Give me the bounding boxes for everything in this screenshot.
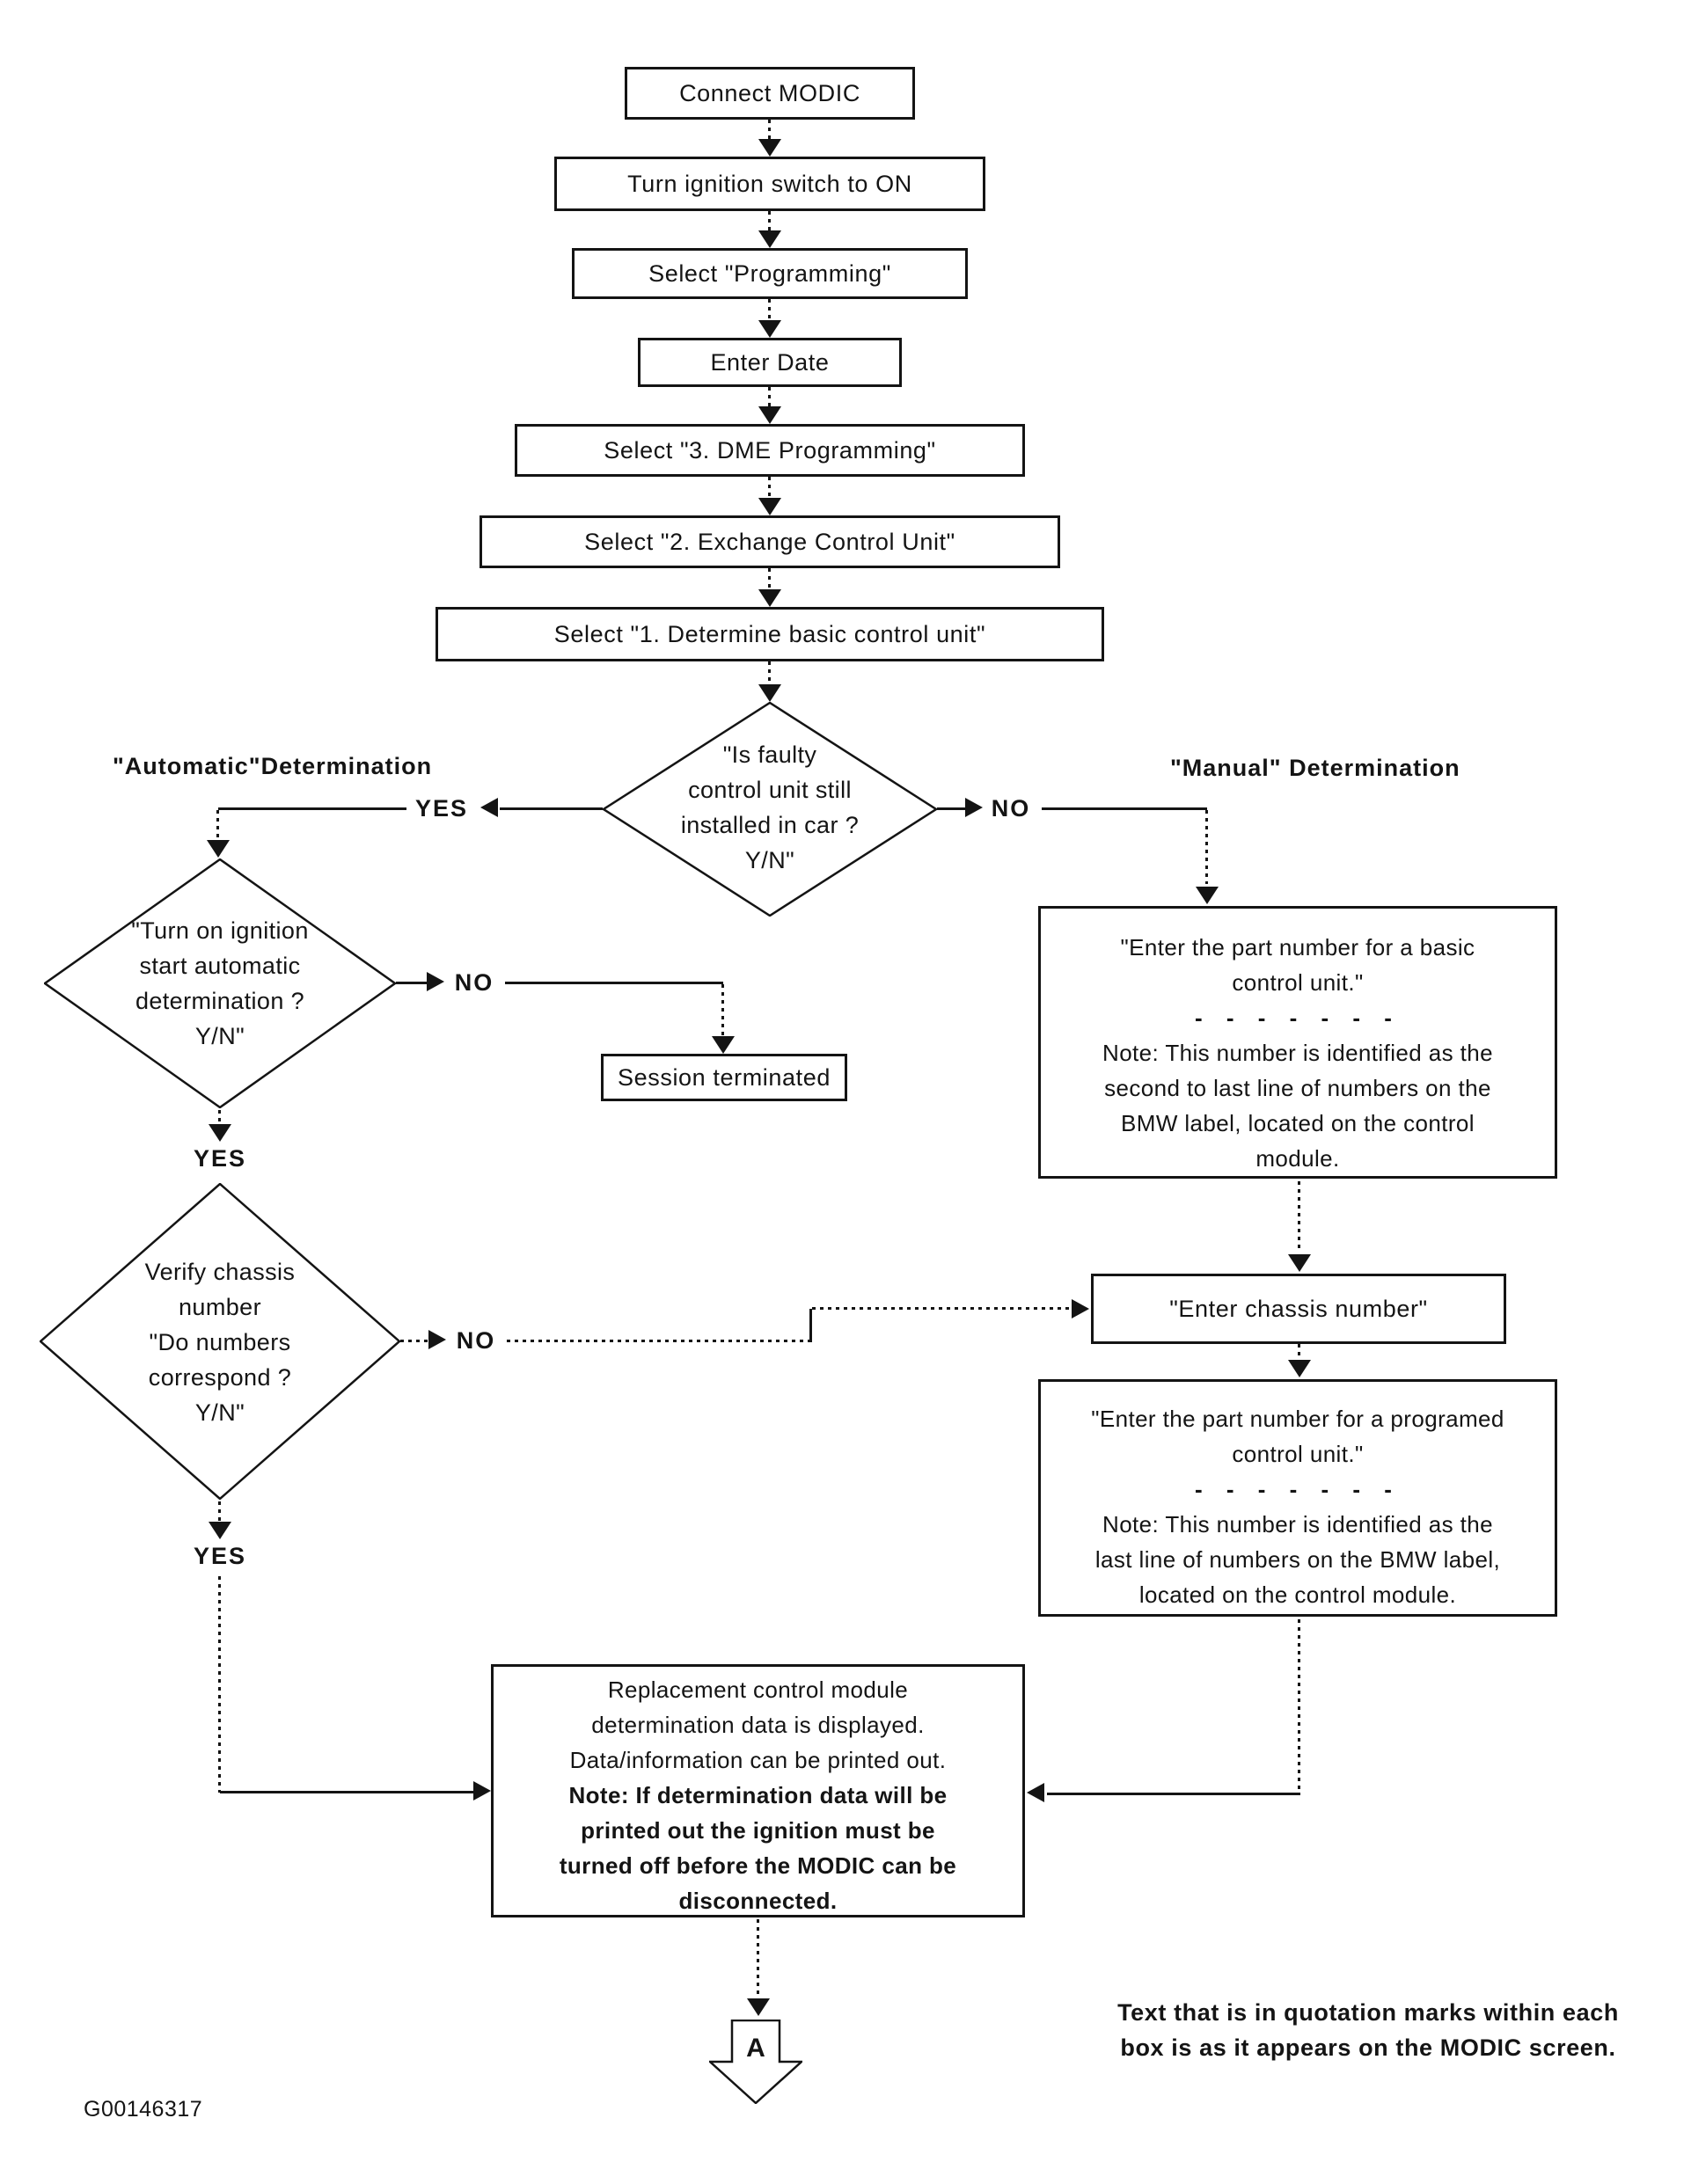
connector-line bbox=[220, 1791, 473, 1793]
basic-part-number-box: "Enter the part number for a basic contr… bbox=[1038, 906, 1557, 1179]
connector-line bbox=[768, 568, 771, 589]
no-label: NO bbox=[454, 969, 494, 996]
connector-line bbox=[218, 1110, 221, 1124]
step-label: Select "2. Exchange Control Unit" bbox=[584, 528, 955, 555]
connector-line bbox=[216, 810, 219, 842]
yes-label: YES bbox=[193, 1145, 247, 1172]
decision-verify-chassis-text: Verify chassis number "Do numbers corres… bbox=[144, 1259, 296, 1426]
diamond-shape bbox=[40, 1183, 400, 1500]
connector-line bbox=[809, 1309, 812, 1342]
session-terminated-label: Session terminated bbox=[618, 1063, 831, 1091]
no-label: NO bbox=[456, 1327, 496, 1354]
arrow-down-icon bbox=[758, 406, 781, 424]
arrow-down-icon bbox=[747, 1998, 770, 2016]
arrow-right-icon bbox=[473, 1781, 491, 1801]
arrow-down-icon bbox=[1288, 1254, 1311, 1272]
dashed-divider: - - - - - - - bbox=[1195, 1476, 1401, 1502]
step-label: Select "3. DME Programming" bbox=[604, 436, 936, 464]
arrow-down-icon bbox=[758, 230, 781, 248]
step-box-enter-date: Enter Date bbox=[638, 338, 902, 387]
step-label: Connect MODIC bbox=[679, 79, 860, 106]
step-box-connect-modic: Connect MODIC bbox=[625, 67, 915, 120]
arrow-right-icon bbox=[1072, 1299, 1089, 1318]
arrow-down-icon bbox=[758, 139, 781, 157]
connector-line bbox=[396, 982, 427, 984]
no-label: NO bbox=[991, 795, 1031, 822]
result-box: Replacement control module determination… bbox=[491, 1664, 1025, 1917]
step-box-dme-programming: Select "3. DME Programming" bbox=[515, 424, 1025, 477]
connector-line bbox=[768, 120, 771, 139]
footnote: Text that is in quotation marks within e… bbox=[1117, 1999, 1619, 2061]
connector-line bbox=[721, 984, 724, 1035]
connector-line bbox=[1298, 1619, 1300, 1793]
down-arrow-shape bbox=[709, 2020, 802, 2104]
connector-line bbox=[1205, 810, 1208, 884]
step-label: Select "1. Determine basic control unit" bbox=[553, 620, 986, 647]
arrow-down-icon bbox=[758, 684, 781, 702]
decision-ignition-auto-text: "Turn on ignition start automatic determ… bbox=[131, 917, 309, 1049]
arrow-left-icon bbox=[1027, 1783, 1044, 1802]
decision-diamond-verify-chassis bbox=[40, 1183, 400, 1500]
connector-line bbox=[218, 807, 406, 810]
session-terminated-box: Session terminated bbox=[601, 1054, 847, 1101]
chassis-number-label: "Enter chassis number" bbox=[1169, 1295, 1428, 1322]
arrow-down-icon bbox=[209, 1522, 231, 1539]
decision-diamond-ignition-auto bbox=[44, 858, 396, 1108]
arrow-down-icon bbox=[207, 840, 230, 858]
arrow-down-icon bbox=[712, 1036, 735, 1054]
diamond-shape bbox=[44, 858, 396, 1108]
connector-line bbox=[1047, 1793, 1300, 1795]
connector-line bbox=[505, 982, 723, 984]
step-box-select-programming: Select "Programming" bbox=[572, 248, 968, 299]
arrow-right-icon bbox=[965, 798, 983, 817]
diamond-shape bbox=[603, 702, 937, 917]
yes-label: YES bbox=[414, 795, 469, 822]
chassis-number-box: "Enter chassis number" bbox=[1091, 1274, 1506, 1344]
manual-determination-label: "Manual" Determination bbox=[1170, 755, 1460, 781]
connector-line bbox=[768, 387, 771, 406]
connector-line bbox=[757, 1919, 759, 1998]
arrow-right-icon bbox=[427, 972, 444, 991]
connector-line bbox=[507, 1340, 811, 1342]
connector-line bbox=[768, 211, 771, 230]
figure-id: G00146317 bbox=[84, 2097, 203, 2122]
step-box-ignition-on: Turn ignition switch to ON bbox=[554, 157, 985, 211]
connector-line bbox=[400, 1340, 428, 1342]
step-label: Enter Date bbox=[710, 348, 830, 376]
arrow-down-icon bbox=[758, 589, 781, 607]
decision-faulty-unit-text: "Is faulty control unit still installed … bbox=[680, 741, 860, 873]
connector-line bbox=[218, 1501, 221, 1521]
connector-line bbox=[768, 661, 771, 684]
connector-a-label: A bbox=[746, 2034, 765, 2063]
programmed-part-number-box: "Enter the part number for a programed c… bbox=[1038, 1379, 1557, 1617]
connector-line bbox=[500, 807, 603, 810]
arrow-down-icon bbox=[758, 498, 781, 515]
yes-label: YES bbox=[193, 1543, 247, 1569]
step-label: Select "Programming" bbox=[648, 259, 891, 287]
connector-line bbox=[1298, 1344, 1300, 1360]
arrow-right-icon bbox=[428, 1330, 446, 1349]
automatic-determination-label: "Automatic"Determination bbox=[113, 753, 433, 779]
dashed-divider: - - - - - - - bbox=[1195, 1004, 1401, 1031]
step-box-exchange-control-unit: Select "2. Exchange Control Unit" bbox=[479, 515, 1060, 568]
step-label: Turn ignition switch to ON bbox=[627, 170, 912, 197]
connector-line bbox=[218, 1576, 221, 1793]
connector-line bbox=[1042, 807, 1207, 810]
off-page-connector-a bbox=[709, 2020, 802, 2104]
connector-line bbox=[937, 807, 965, 810]
arrow-down-icon bbox=[758, 320, 781, 338]
decision-diamond-faulty-unit bbox=[603, 702, 937, 917]
connector-line bbox=[768, 477, 771, 498]
step-box-determine-basic-unit: Select "1. Determine basic control unit" bbox=[436, 607, 1104, 661]
arrow-down-icon bbox=[1196, 887, 1219, 904]
arrow-down-icon bbox=[209, 1124, 231, 1142]
connector-line bbox=[768, 299, 771, 320]
arrow-down-icon bbox=[1288, 1360, 1311, 1377]
arrow-left-icon bbox=[480, 798, 498, 817]
connector-line bbox=[1298, 1181, 1300, 1252]
connector-line bbox=[812, 1307, 1072, 1310]
